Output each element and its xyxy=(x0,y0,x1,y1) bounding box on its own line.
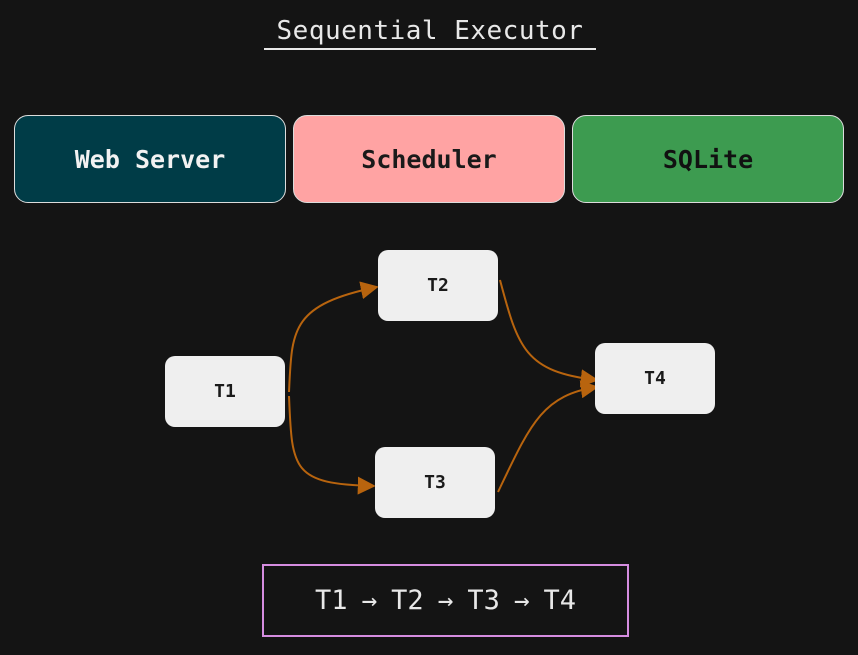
diagram-title: Sequential Executor xyxy=(264,14,596,50)
sequence-item-t1: T1 xyxy=(314,585,348,616)
sequence-item-t4: T4 xyxy=(543,585,577,616)
scheduler-box: Scheduler xyxy=(293,115,565,203)
task-node-t3: T3 xyxy=(375,447,495,518)
task-node-t1: T1 xyxy=(165,356,285,427)
edge-t1-t3 xyxy=(288,395,376,495)
arrow-right-icon: → xyxy=(361,585,378,616)
scheduler-label: Scheduler xyxy=(361,144,497,174)
edge-t3-t4 xyxy=(497,380,599,493)
task-node-t4: T4 xyxy=(595,343,715,414)
execution-sequence: T1 → T2 → T3 → T4 xyxy=(262,564,629,637)
edge-t2-t4 xyxy=(499,279,599,388)
sequence-item-t3: T3 xyxy=(467,585,500,616)
web-server-box: Web Server xyxy=(14,115,286,203)
sequence-item-t2: T2 xyxy=(391,585,424,616)
web-server-label: Web Server xyxy=(74,144,226,174)
task-node-t2: T2 xyxy=(378,250,498,321)
edge-t1-t2 xyxy=(288,281,379,393)
arrow-right-icon: → xyxy=(513,585,530,616)
arrow-right-icon: → xyxy=(437,585,454,616)
sqlite-label: SQLite xyxy=(662,144,754,174)
sqlite-box: SQLite xyxy=(572,115,844,203)
